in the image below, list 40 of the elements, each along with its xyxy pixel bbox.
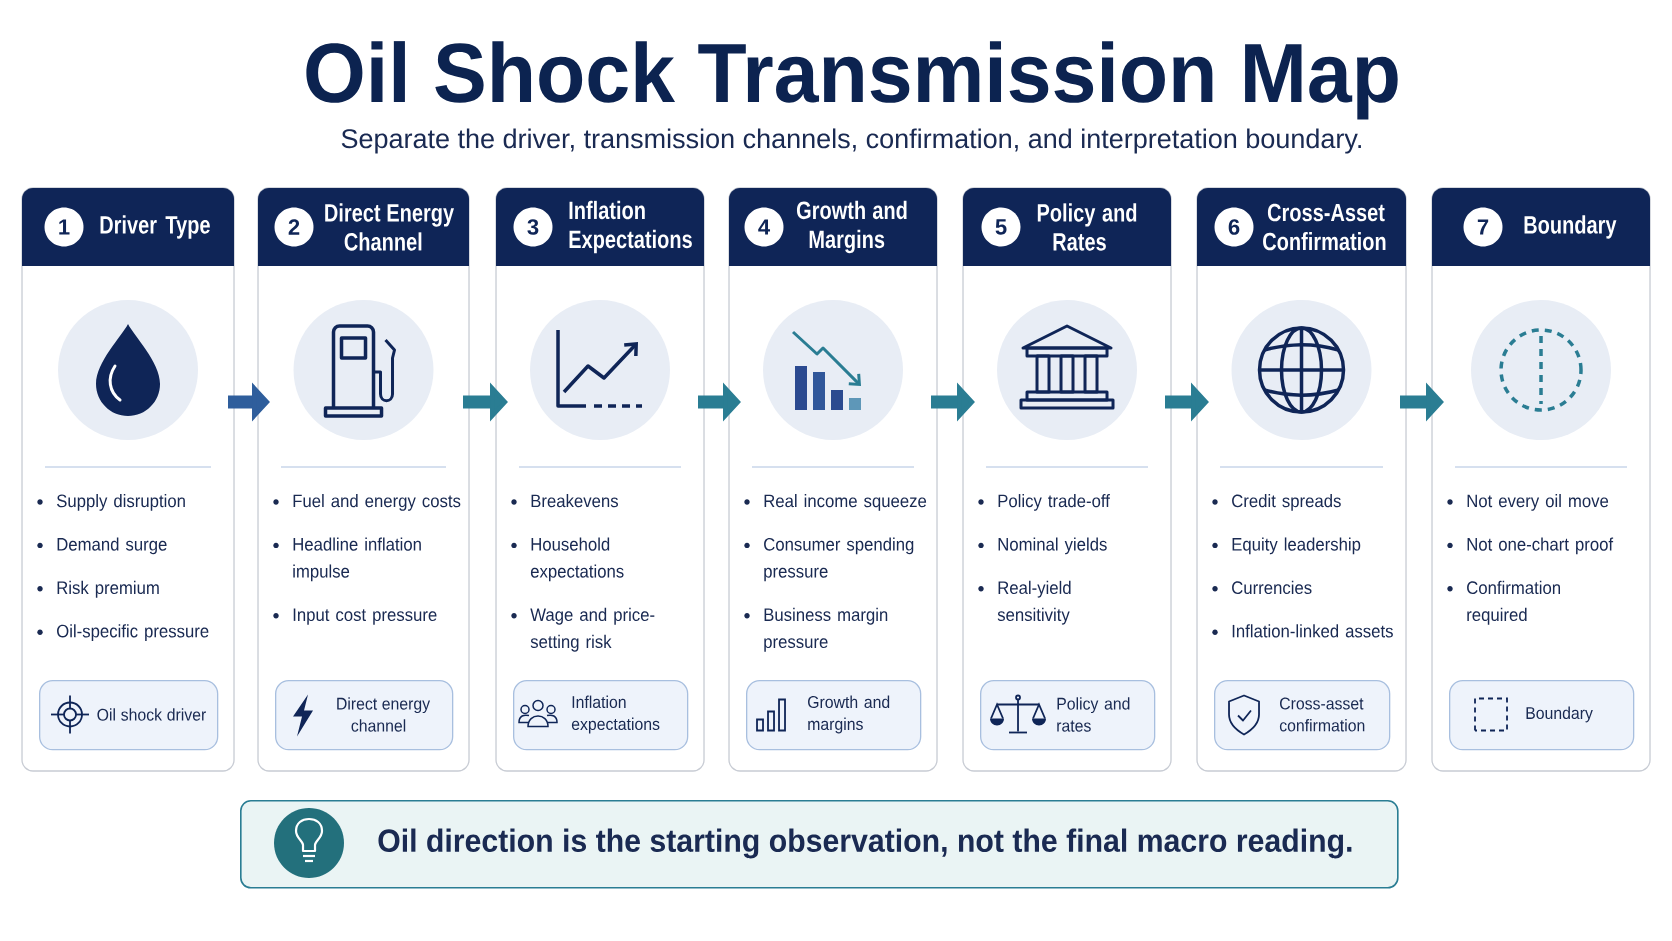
bullet-text: Consumer spending pressure	[764, 537, 914, 582]
bullet-text: Credit spreads	[1232, 494, 1341, 511]
subtitle: Separate the driver, transmission channels, confirmation, and interpretation boundary.	[341, 128, 1361, 154]
callout-banner: Oil direction is the starting observation, not the final macro reading.	[240, 800, 1399, 889]
tag-box: Direct energy channel	[275, 680, 454, 751]
number-badge: 4	[744, 207, 784, 247]
tag-box: Cross-asset confirmation	[1214, 680, 1391, 751]
title: Oil Shock Transmission Map	[306, 41, 1398, 120]
bullet-text: Nominal yields	[998, 537, 1107, 555]
bullet-text: Not one-chart proof	[1467, 537, 1614, 555]
bullet-text: Supply disruption	[56, 494, 185, 511]
number-badge: 2	[274, 207, 314, 247]
bullet-text: Input cost pressure	[293, 608, 437, 625]
tag-box: Policy and rates	[980, 680, 1156, 751]
bullet-text: Wage and price-setting risk	[530, 607, 655, 652]
number-badge: 7	[1463, 207, 1503, 247]
number-badge: 3	[513, 207, 553, 247]
bullet-text: Equity leadership	[1232, 537, 1361, 555]
number-badge: 1	[44, 207, 84, 247]
bullet-text: Oil-specific pressure	[57, 624, 209, 642]
bullet-text: Household expectations	[530, 537, 624, 582]
bullet-text: Real income squeeze	[764, 494, 927, 511]
bullet-text: Business margin pressure	[764, 607, 888, 652]
number-badge: 6	[1214, 207, 1254, 247]
tag-box: Boundary	[1449, 680, 1635, 751]
bullet-text: Policy trade-off	[998, 494, 1110, 511]
bullet-text: Fuel and energy costs	[293, 494, 461, 511]
tag-box: Inflation expectations	[513, 680, 689, 751]
bullet-text: Currencies	[1232, 580, 1312, 595]
bullet-text: Headline inflation impulse	[293, 537, 421, 582]
bullet-text: Demand surge	[57, 537, 167, 555]
tag-box: Oil shock driver	[39, 680, 219, 751]
bullet-text: Not every oil move	[1467, 494, 1609, 511]
bullet-text: Confirmation required	[1467, 580, 1560, 625]
bullet-text: Real-yield sensitivity	[997, 580, 1071, 625]
bullet-text: Inflation-linked assets	[1232, 624, 1393, 638]
tag-box: Growth and margins	[746, 680, 922, 751]
bullet-text: Risk premium	[57, 580, 159, 598]
number-badge: 5	[981, 207, 1021, 247]
bullet-text: Breakevens	[531, 494, 618, 508]
